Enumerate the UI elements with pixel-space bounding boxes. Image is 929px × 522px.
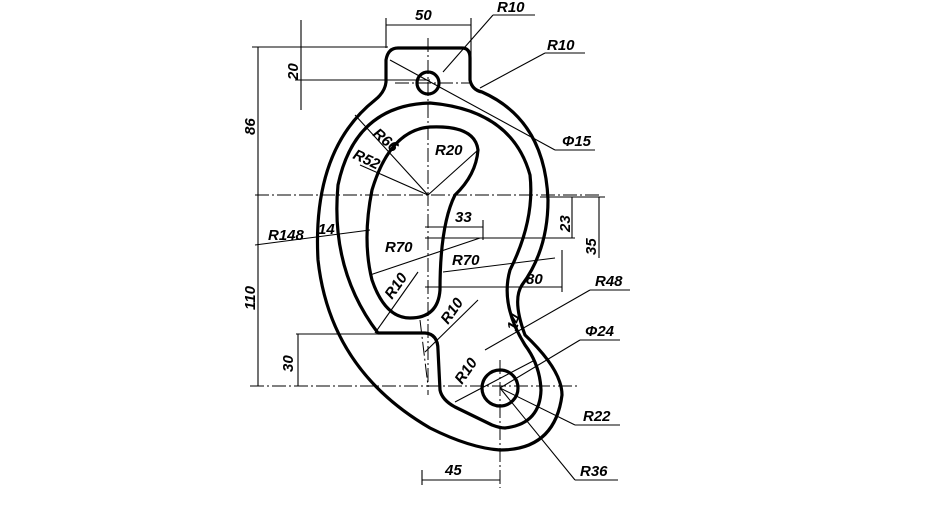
dimension-lines xyxy=(252,14,630,485)
outer-contour xyxy=(315,46,564,452)
dim-80: 80 xyxy=(526,271,543,288)
dimension-labels: 50 R10 R10 20 86 R66 R52 R20 Φ15 33 23 3… xyxy=(242,0,623,480)
dim-r70-right: R70 xyxy=(452,252,480,269)
middle-contour xyxy=(335,101,543,430)
dim-33: 33 xyxy=(455,209,472,226)
dim-r70-left: R70 xyxy=(385,239,413,256)
dim-14-left: 14 xyxy=(318,221,335,238)
dim-r48: R48 xyxy=(595,273,623,290)
dim-r20: R20 xyxy=(435,142,463,159)
dim-r66: R66 xyxy=(369,125,402,156)
dim-50: 50 xyxy=(415,7,432,24)
dim-23: 23 xyxy=(557,215,574,233)
dim-phi24: Φ24 xyxy=(585,323,615,340)
dim-r10-hole: R10 xyxy=(497,0,525,16)
dim-r148: R148 xyxy=(268,227,305,244)
dim-20: 20 xyxy=(285,63,302,81)
dim-r36: R36 xyxy=(580,463,608,480)
dim-r10-bottom: R10 xyxy=(451,354,481,387)
dim-110: 110 xyxy=(242,285,259,310)
center-lines xyxy=(250,38,600,488)
dim-r10-shoulder: R10 xyxy=(547,37,575,54)
dim-86: 86 xyxy=(242,118,259,135)
dim-phi15: Φ15 xyxy=(562,133,592,150)
dim-14-right: 14 xyxy=(504,311,526,333)
dim-35: 35 xyxy=(583,238,600,255)
dim-30: 30 xyxy=(280,355,297,372)
dim-45: 45 xyxy=(444,462,462,479)
part-contours xyxy=(315,46,564,452)
dim-r10-step: R10 xyxy=(437,294,467,327)
dim-r22: R22 xyxy=(583,408,611,425)
dim-r10-slot: R10 xyxy=(381,269,411,302)
